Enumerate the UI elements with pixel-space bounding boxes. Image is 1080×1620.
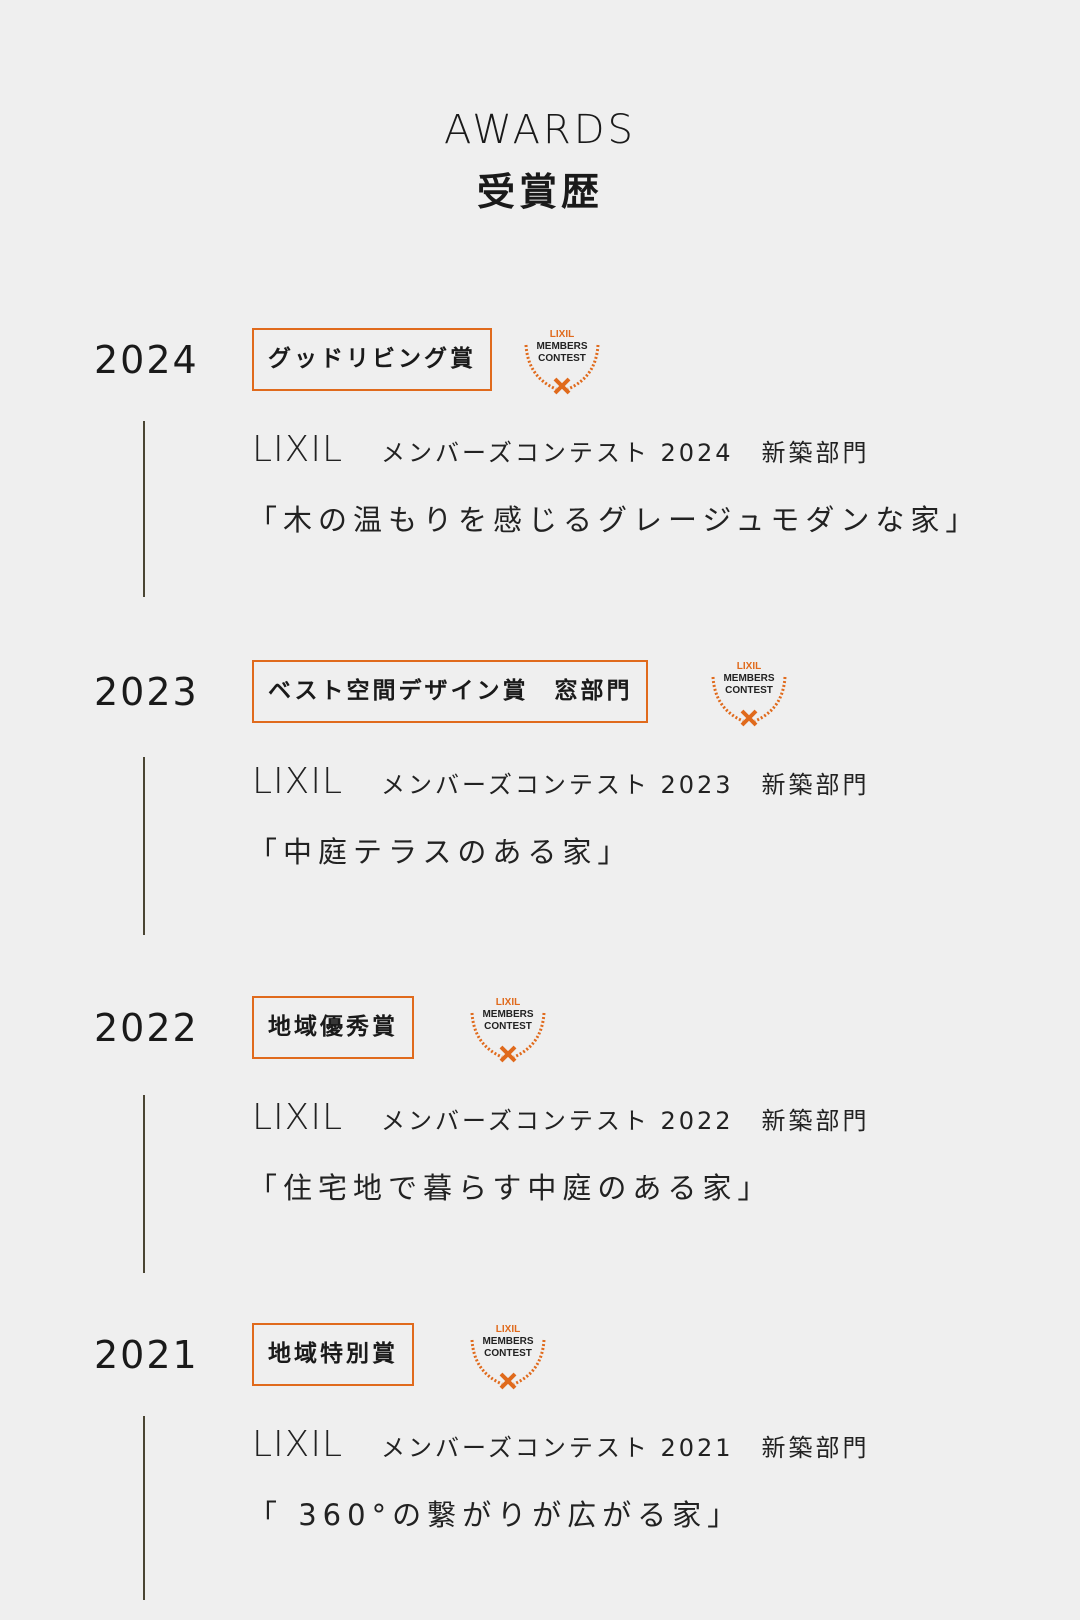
lixil-members-contest-badge-icon: LIXIL MEMBERS CONTEST xyxy=(711,661,787,727)
lixil-members-contest-badge-icon: LIXIL MEMBERS CONTEST xyxy=(470,1324,546,1390)
award-prize-label: グッドリビング賞 xyxy=(252,328,492,391)
contest-name: メンバーズコンテスト 2021 xyxy=(381,1434,734,1462)
timeline-line xyxy=(143,421,145,597)
timeline-line xyxy=(143,1416,145,1600)
award-prize-label: 地域優秀賞 xyxy=(252,996,414,1059)
award-item-2024: 2024 グッドリビング賞 LIXIL MEMBERS CONTEST LIXI… xyxy=(0,325,1080,625)
contest-info: LIXIL メンバーズコンテスト 2022 新築部門 xyxy=(252,1093,870,1143)
award-year: 2024 xyxy=(94,338,199,382)
svg-text:LIXIL: LIXIL xyxy=(550,329,574,340)
contest-name: メンバーズコンテスト 2022 xyxy=(381,1107,734,1135)
contest-department: 新築部門 xyxy=(761,1107,870,1135)
contest-brand: LIXIL xyxy=(252,1424,344,1465)
award-prize-label: 地域特別賞 xyxy=(252,1323,414,1386)
timeline-line xyxy=(143,1095,145,1273)
award-item-2023: 2023 ベスト空間デザイン賞 窓部門 LIXIL MEMBERS CONTES… xyxy=(0,657,1080,957)
svg-text:LIXIL: LIXIL xyxy=(496,1324,520,1335)
timeline-line xyxy=(143,757,145,935)
svg-text:CONTEST: CONTEST xyxy=(538,353,586,364)
contest-brand: LIXIL xyxy=(252,1097,344,1138)
section-title-en: AWARDS xyxy=(444,107,636,153)
award-item-2022: 2022 地域優秀賞 LIXIL MEMBERS CONTEST LIXIL メン… xyxy=(0,993,1080,1293)
award-prize-label: ベスト空間デザイン賞 窓部門 xyxy=(252,660,649,723)
contest-info: LIXIL メンバーズコンテスト 2021 新築部門 xyxy=(252,1420,870,1470)
svg-text:MEMBERS: MEMBERS xyxy=(482,1336,533,1347)
award-item-2021: 2021 地域特別賞 LIXIL MEMBERS CONTEST LIXIL メン… xyxy=(0,1320,1080,1620)
svg-text:LIXIL: LIXIL xyxy=(496,997,520,1008)
project-title: 「 360°の繋がりが広がる家」 xyxy=(248,1498,743,1532)
contest-department: 新築部門 xyxy=(761,439,870,467)
svg-text:LIXIL: LIXIL xyxy=(737,661,761,672)
section-title-ja: 受賞歴 xyxy=(476,170,603,214)
section-header: AWARDS 受賞歴 xyxy=(0,105,1080,217)
award-year: 2021 xyxy=(94,1333,199,1377)
svg-text:CONTEST: CONTEST xyxy=(725,685,773,696)
svg-text:MEMBERS: MEMBERS xyxy=(482,1009,533,1020)
svg-text:CONTEST: CONTEST xyxy=(484,1348,532,1359)
contest-name: メンバーズコンテスト 2023 xyxy=(381,771,734,799)
contest-brand: LIXIL xyxy=(252,429,344,470)
contest-info: LIXIL メンバーズコンテスト 2024 新築部門 xyxy=(252,425,870,475)
contest-department: 新築部門 xyxy=(761,771,870,799)
project-title: 「中庭テラスのある家」 xyxy=(248,835,633,869)
contest-info: LIXIL メンバーズコンテスト 2023 新築部門 xyxy=(252,757,870,807)
award-year: 2022 xyxy=(94,1006,199,1050)
project-title: 「木の温もりを感じるグレージュモダンな家」 xyxy=(248,503,981,537)
svg-text:MEMBERS: MEMBERS xyxy=(536,341,587,352)
contest-brand: LIXIL xyxy=(252,761,344,802)
svg-text:CONTEST: CONTEST xyxy=(484,1021,532,1032)
project-title: 「住宅地で暮らす中庭のある家」 xyxy=(248,1171,773,1205)
svg-text:MEMBERS: MEMBERS xyxy=(723,673,774,684)
contest-department: 新築部門 xyxy=(761,1434,870,1462)
contest-name: メンバーズコンテスト 2024 xyxy=(381,439,734,467)
lixil-members-contest-badge-icon: LIXIL MEMBERS CONTEST xyxy=(470,997,546,1063)
award-year: 2023 xyxy=(94,670,199,714)
lixil-members-contest-badge-icon: LIXIL MEMBERS CONTEST xyxy=(524,329,600,395)
